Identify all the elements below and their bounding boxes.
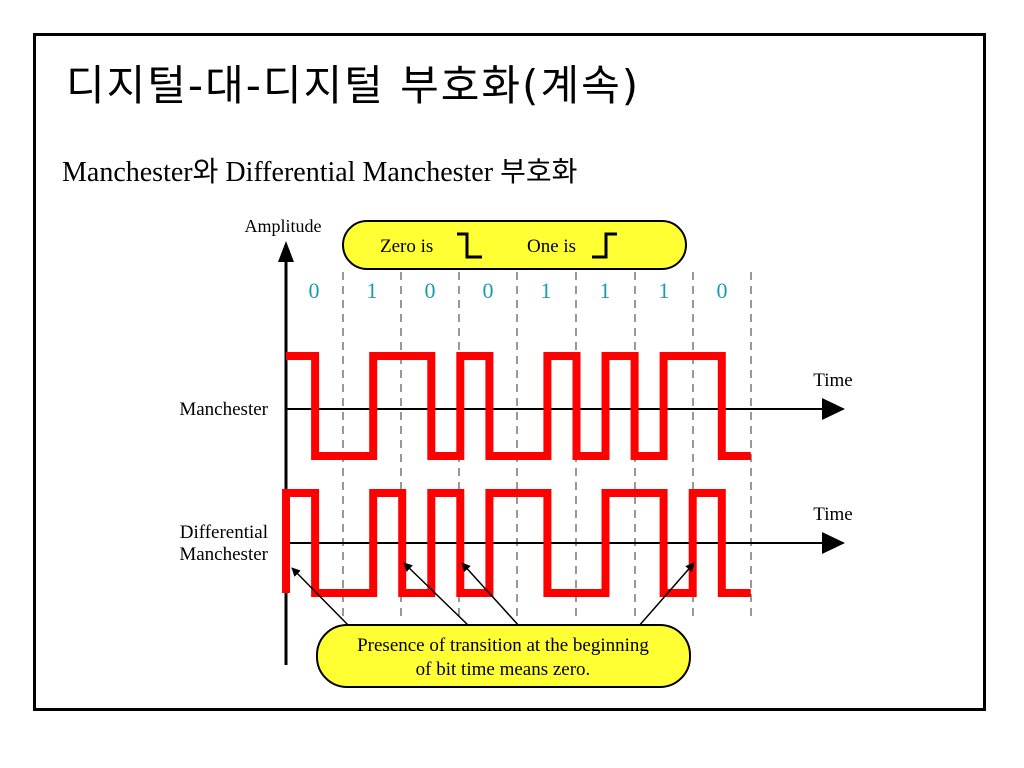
manchester-time-arrow: [822, 398, 845, 420]
rising-edge-icon: [592, 232, 617, 259]
differential-time-label: Time: [813, 504, 852, 525]
bit-label: 0: [309, 278, 320, 303]
legend-one-label: One is: [527, 236, 576, 257]
amplitude-axis-arrow: [278, 241, 294, 262]
bit-label: 1: [541, 278, 552, 303]
differential-label-line2: Manchester: [179, 544, 268, 565]
differential-label-line1: Differential: [180, 522, 268, 543]
slide-subtitle: Manchester와 Differential Manchester 부호화: [62, 157, 578, 188]
legend-zero-label: Zero is: [380, 236, 433, 257]
bit-label: 1: [367, 278, 378, 303]
manchester-time-label: Time: [813, 370, 852, 391]
callout-pointer: [291, 567, 351, 628]
bit-label: 0: [483, 278, 494, 303]
manchester-label: Manchester: [179, 399, 268, 420]
falling-edge-icon: [457, 232, 482, 259]
bit-label: 0: [717, 278, 728, 303]
differential-manchester-signal: [282, 489, 751, 597]
slide-frame: [33, 33, 986, 711]
amplitude-label: Amplitude: [245, 216, 322, 236]
bit-labels: 0 1 0 0 1 1 1 0: [309, 278, 728, 303]
bit-label: 0: [425, 278, 436, 303]
bit-label: 1: [659, 278, 670, 303]
bit-label: 1: [600, 278, 611, 303]
callout-text-line2: of bit time means zero.: [416, 659, 591, 680]
callout-background: [316, 624, 691, 688]
callout-pointer: [461, 562, 521, 628]
callout-text-line1: Presence of transition at the beginning: [357, 635, 649, 656]
slide-title: 디지털-대-디지털 부호화(계속): [66, 61, 641, 110]
differential-time-arrow: [822, 532, 845, 554]
callout-pointer: [403, 562, 471, 628]
callout-pointer: [637, 562, 695, 628]
legend-bubble: Zero is One is: [342, 220, 687, 270]
manchester-signal: [286, 352, 751, 460]
callout-bubble: Presence of transition at the beginning …: [291, 562, 695, 688]
